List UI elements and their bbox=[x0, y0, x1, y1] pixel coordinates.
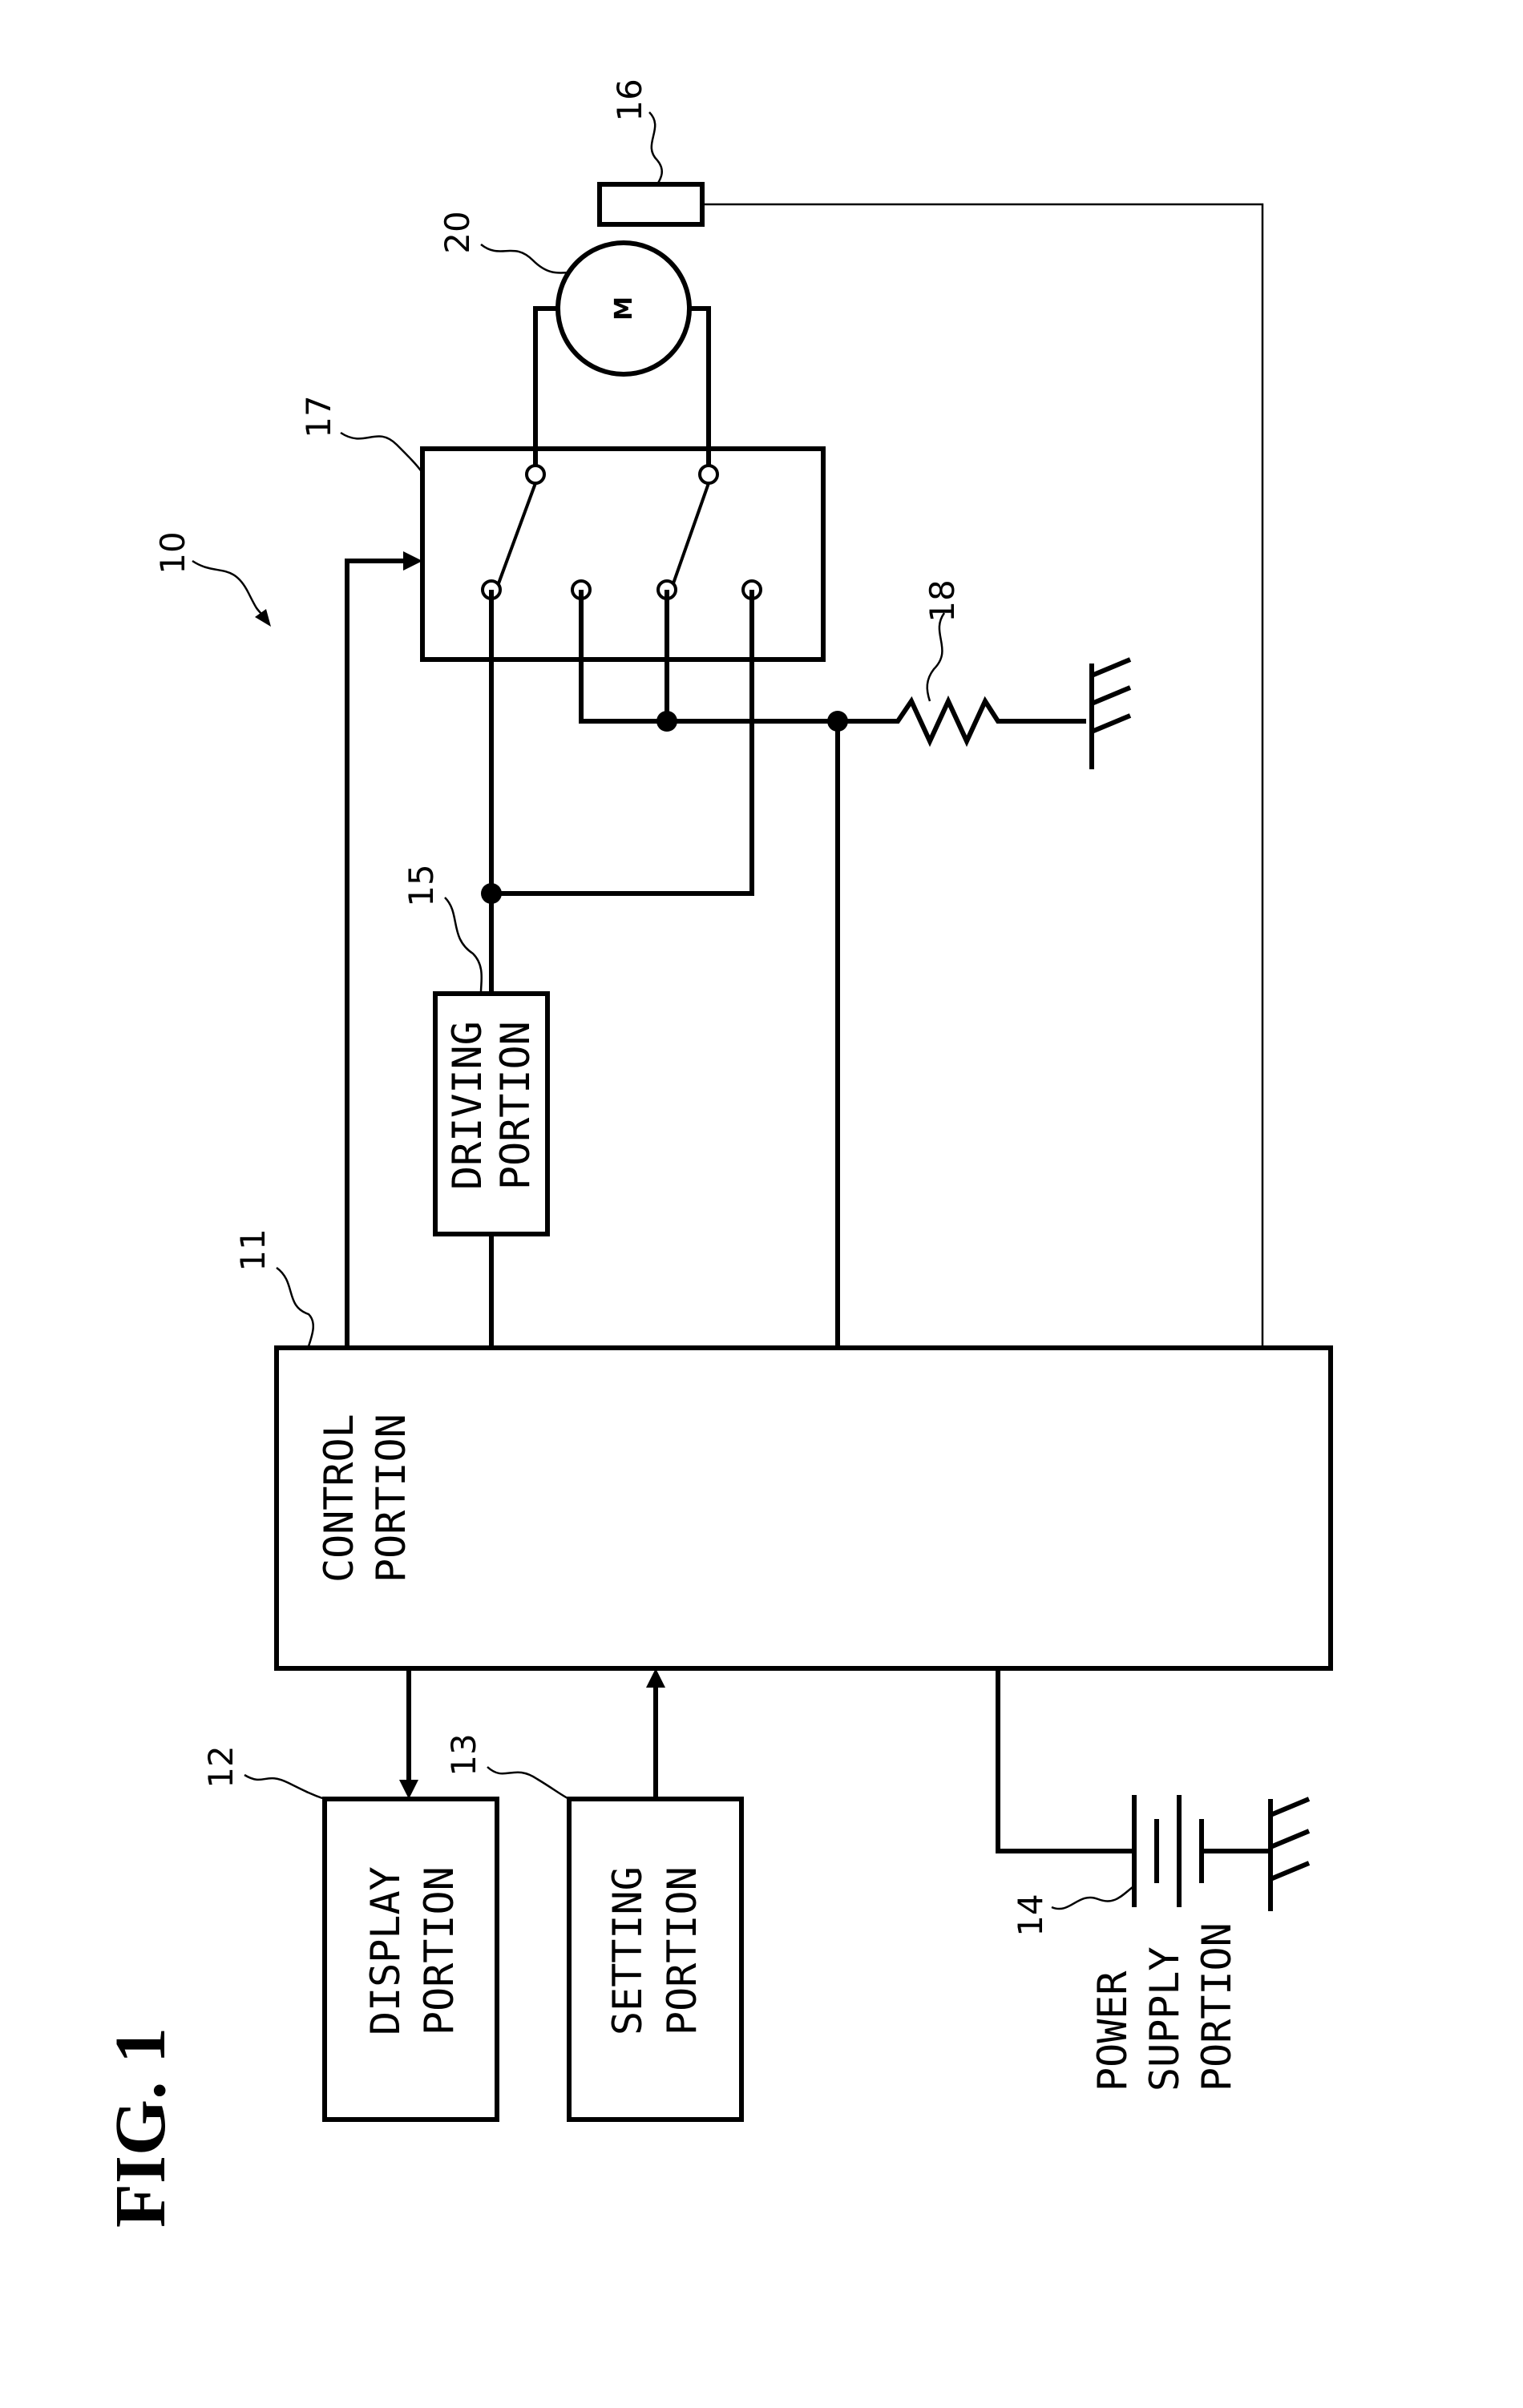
display-portion-label-1: DISPLAY bbox=[362, 1866, 409, 2035]
ref-20: 20 bbox=[438, 211, 477, 253]
junction-resistor bbox=[827, 711, 848, 732]
setting-portion-label-1: SETTING bbox=[604, 1866, 651, 2035]
driving-portion-label-2: PORTION bbox=[492, 1021, 539, 1190]
ref-13: 13 bbox=[444, 1733, 483, 1776]
setting-portion-box bbox=[569, 1799, 741, 2120]
junction-driving bbox=[481, 883, 502, 904]
leader-14 bbox=[1052, 1887, 1133, 1909]
leader-11 bbox=[277, 1268, 313, 1346]
arrow-to-switch bbox=[403, 551, 422, 571]
control-portion-label-1: CONTROL bbox=[316, 1414, 362, 1583]
ground-hatch-1 bbox=[1092, 659, 1130, 676]
ground-hatch-6 bbox=[1271, 1863, 1309, 1879]
power-supply-label-1: POWER bbox=[1089, 1970, 1136, 2091]
arrow-to-display bbox=[399, 1780, 418, 1799]
ref-10: 10 bbox=[153, 531, 192, 574]
ground-hatch-5 bbox=[1271, 1831, 1309, 1847]
wire-switch-to-motor-2 bbox=[689, 309, 709, 466]
ref-12: 12 bbox=[201, 1745, 240, 1788]
leader-15 bbox=[445, 897, 482, 992]
ref-16: 16 bbox=[610, 79, 649, 121]
power-supply-label-3: PORTION bbox=[1194, 1922, 1240, 2091]
leader-16 bbox=[649, 112, 662, 184]
figure-title: FIG. 1 bbox=[101, 2027, 180, 2228]
control-portion-box bbox=[277, 1348, 1331, 1668]
setting-portion-label-2: PORTION bbox=[659, 1866, 705, 2035]
ref-11: 11 bbox=[233, 1228, 273, 1271]
leader-10 bbox=[192, 561, 265, 617]
ground-hatch-3 bbox=[1092, 716, 1130, 732]
junction-switch bbox=[656, 711, 677, 732]
ref-14: 14 bbox=[1011, 1894, 1050, 1936]
arrow-to-control bbox=[646, 1668, 665, 1688]
wire-control-to-switch bbox=[347, 561, 409, 1348]
display-portion-label-2: PORTION bbox=[416, 1866, 463, 2035]
driving-portion-label-1: DRIVING bbox=[444, 1021, 491, 1190]
ground-hatch-2 bbox=[1092, 688, 1130, 704]
display-portion-box bbox=[325, 1799, 497, 2120]
wire-control-to-power bbox=[998, 1668, 1134, 1851]
ref-15: 15 bbox=[402, 864, 441, 906]
leader-17 bbox=[341, 433, 422, 473]
wire-switch-to-motor-1 bbox=[535, 309, 558, 466]
control-portion-label-2: PORTION bbox=[368, 1414, 414, 1583]
ground-hatch-4 bbox=[1271, 1799, 1309, 1815]
leader-12 bbox=[244, 1775, 325, 1799]
leader-13 bbox=[487, 1767, 569, 1799]
wire-sensor-to-control bbox=[702, 204, 1262, 1348]
sensor-box bbox=[600, 184, 702, 224]
resistor bbox=[838, 701, 1086, 741]
motor-symbol: M bbox=[610, 296, 638, 321]
leader-18 bbox=[927, 613, 944, 701]
leader-10-arrow bbox=[255, 609, 271, 627]
ref-17: 17 bbox=[299, 395, 338, 438]
leader-20 bbox=[481, 244, 571, 273]
switch-box bbox=[422, 449, 823, 659]
power-supply-label-2: SUPPLY bbox=[1141, 1946, 1188, 2091]
